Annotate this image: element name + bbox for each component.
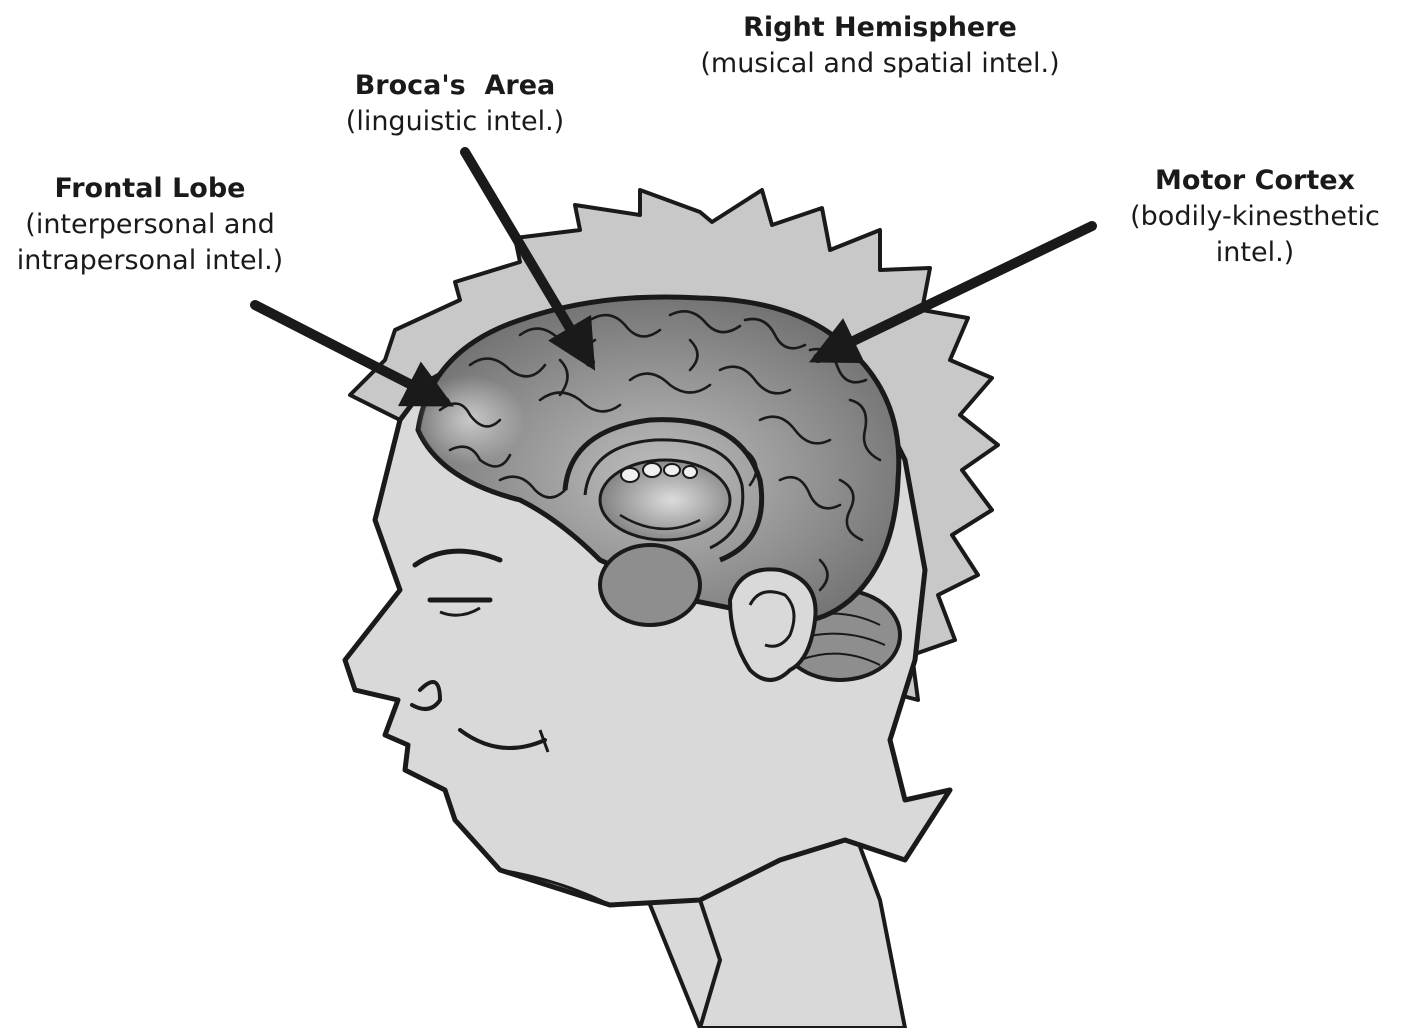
label-frontal-lobe: Frontal Lobe (interpersonal and intraper… bbox=[0, 171, 300, 279]
right-hemisphere-description: (musical and spatial intel.) bbox=[640, 46, 1120, 82]
brocas-area-title: Broca's Area bbox=[300, 68, 610, 104]
motor-cortex-description-line1: (bodily-kinesthetic bbox=[1105, 199, 1405, 235]
brocas-area-description: (linguistic intel.) bbox=[300, 104, 610, 140]
frontal-lobe-description-line1: (interpersonal and bbox=[0, 207, 300, 243]
label-right-hemisphere: Right Hemisphere (musical and spatial in… bbox=[640, 10, 1120, 82]
frontal-lobe-description-line2: intrapersonal intel.) bbox=[0, 243, 300, 279]
right-hemisphere-title: Right Hemisphere bbox=[640, 10, 1120, 46]
label-motor-cortex: Motor Cortex (bodily-kinesthetic intel.) bbox=[1105, 163, 1405, 271]
label-brocas-area: Broca's Area (linguistic intel.) bbox=[300, 68, 610, 140]
motor-cortex-title: Motor Cortex bbox=[1105, 163, 1405, 199]
frontal-lobe-title: Frontal Lobe bbox=[0, 171, 300, 207]
motor-cortex-description-line2: intel.) bbox=[1105, 235, 1405, 271]
temporal-lobe bbox=[600, 545, 700, 625]
